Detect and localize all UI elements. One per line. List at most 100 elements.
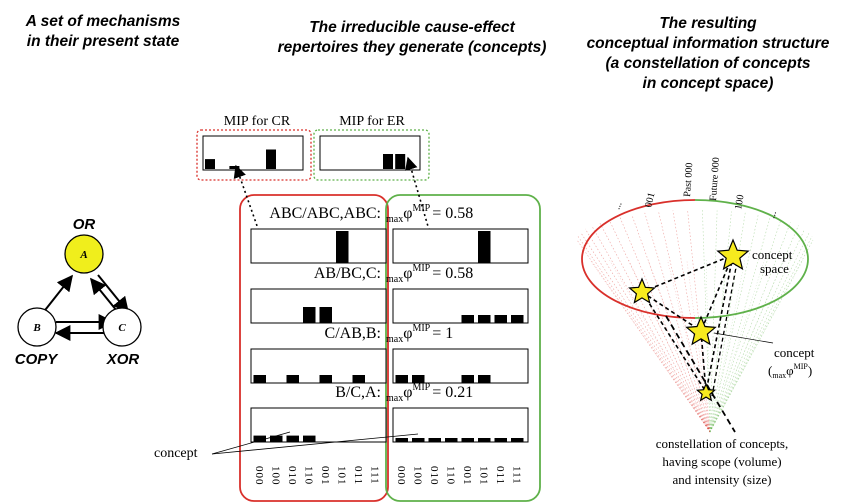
space-ray	[709, 228, 805, 433]
space-ray	[709, 259, 804, 433]
state-label-cr-011: 011	[352, 466, 364, 485]
space-ray	[709, 259, 746, 433]
repertoire-er-bar-3-000	[395, 375, 408, 383]
state-label-er-010: 010	[428, 466, 440, 486]
axis-label-ellipsis-right: ...	[766, 209, 779, 220]
node-b-label: B	[32, 322, 40, 334]
concept-phi-sub: max	[772, 371, 786, 380]
node-a-label: A	[79, 249, 87, 261]
state-label-er-011: 011	[494, 466, 506, 485]
space-ray	[709, 232, 810, 433]
constellation-caption-1: constellation of concepts,	[656, 436, 789, 451]
repertoire-er-bar-4-111	[511, 438, 524, 442]
concept-rows: ABC/ABC,ABC:maxφMIP= 0.58AB/BC,C:maxφMIP…	[250, 203, 529, 443]
state-label-cr-110: 110	[303, 466, 315, 485]
space-ellipse-left	[581, 199, 696, 319]
mip-cr-pointer	[233, 164, 263, 241]
effect-repertoire-frame	[385, 194, 541, 502]
space-ray	[589, 259, 711, 433]
node-b	[17, 307, 57, 347]
concept-label-3: C/AB,B:	[325, 325, 381, 342]
repertoire-er-box-4	[392, 407, 529, 443]
space-ray	[580, 232, 711, 433]
phi-value: = 0.58	[432, 205, 473, 222]
mip-er-bar-101	[383, 154, 393, 169]
phi-sup: MIP	[412, 263, 430, 274]
phi-symbol: φ	[403, 325, 412, 342]
space-ray	[709, 225, 799, 433]
repertoire-er-bar-4-000	[395, 438, 408, 442]
mip-section: MIP for CR MIP for ER	[196, 114, 430, 181]
node-a	[64, 234, 104, 274]
repertoire-er-bar-2-011	[494, 315, 507, 323]
header-right-line-4: in concept space)	[642, 75, 774, 92]
mip-cr-frame	[196, 129, 312, 181]
mip-cr-bar-101	[266, 149, 276, 169]
repertoire-er-box-2	[392, 288, 529, 324]
header-right: The resulting conceptual information str…	[578, 14, 838, 94]
concept-phi-sup: MIP	[794, 362, 809, 371]
repertoire-cr-bar-1-101	[336, 231, 349, 263]
star-link-2	[641, 291, 702, 332]
repertoire-er-bar-4-101	[478, 438, 491, 442]
phi-sub: max	[386, 214, 403, 225]
repertoire-cr-bar-3-010	[286, 375, 299, 383]
space-ellipse-right	[694, 199, 809, 319]
phi-sub: max	[386, 334, 403, 345]
concept-label: concept	[774, 345, 815, 360]
state-label-cr-010: 010	[286, 466, 298, 486]
space-ray	[667, 259, 711, 433]
repertoire-cr-bar-3-001	[319, 375, 332, 383]
header-right-line-3: (a constellation of concepts	[605, 55, 811, 72]
space-ray	[591, 225, 711, 433]
concept-space: ... 001 Past 000 Future 000 100 ... conc…	[576, 157, 815, 487]
space-ray	[709, 259, 784, 433]
header-middle-line-2: repertoires they generate (concepts)	[277, 39, 547, 56]
repertoire-er-bar-1-101	[478, 231, 491, 263]
space-ray	[576, 239, 711, 433]
state-label-er-101: 101	[478, 466, 490, 486]
repertoire-er-bar-2-001	[461, 315, 474, 323]
repertoire-er-bar-3-001	[461, 375, 474, 383]
space-ray	[585, 228, 711, 433]
space-label-line-1: concept	[752, 247, 793, 262]
space-ray	[705, 259, 711, 433]
space-label-line-2: space	[760, 261, 789, 276]
space-ray	[709, 216, 771, 433]
mip-cr-bar-000	[205, 159, 215, 169]
repertoire-er-bar-4-010	[428, 438, 441, 442]
repertoire-er-bar-2-111	[511, 315, 524, 323]
repertoire-er-bar-3-100	[412, 375, 425, 383]
header-right-line-1: The resulting	[659, 15, 757, 32]
concept-label-2: AB/BC,C:	[314, 265, 381, 282]
phi-value: = 0.21	[432, 384, 473, 401]
star-link-1	[641, 254, 734, 293]
phi-sup: MIP	[412, 323, 430, 334]
state-label-er-110: 110	[445, 466, 457, 485]
concept-label-4: B/C,A:	[335, 384, 381, 401]
repertoire-er-bar-4-011	[494, 438, 507, 442]
repertoire-cr-bar-2-110	[303, 307, 316, 323]
repertoire-er-bar-4-100	[412, 438, 425, 442]
state-label-cr-101: 101	[336, 466, 348, 486]
state-label-cr-000: 000	[253, 466, 265, 486]
space-ray	[599, 222, 711, 433]
space-ray	[709, 214, 759, 433]
concept-stars	[628, 238, 750, 402]
axis-label-ellipsis-left: ...	[612, 200, 625, 211]
space-ray	[709, 219, 782, 433]
repertoire-er-bar-3-101	[478, 375, 491, 383]
repertoire-cr-bar-4-010	[286, 435, 299, 442]
gate-label-xor: XOR	[106, 351, 140, 368]
concept-phi-symbol: φ	[786, 363, 794, 378]
concept-star-b	[695, 382, 717, 402]
repertoire-cr-box-1	[250, 228, 387, 264]
header-middle: The irreducible cause-effect repertoires…	[262, 18, 562, 58]
axis-label-100: 100	[733, 194, 746, 211]
gate-label-copy: COPY	[15, 351, 60, 368]
repertoire-cr-bar-4-110	[303, 435, 316, 442]
star-link-3	[641, 291, 707, 393]
repertoire-cr-bar-3-000	[253, 375, 266, 383]
space-ray	[608, 219, 711, 433]
